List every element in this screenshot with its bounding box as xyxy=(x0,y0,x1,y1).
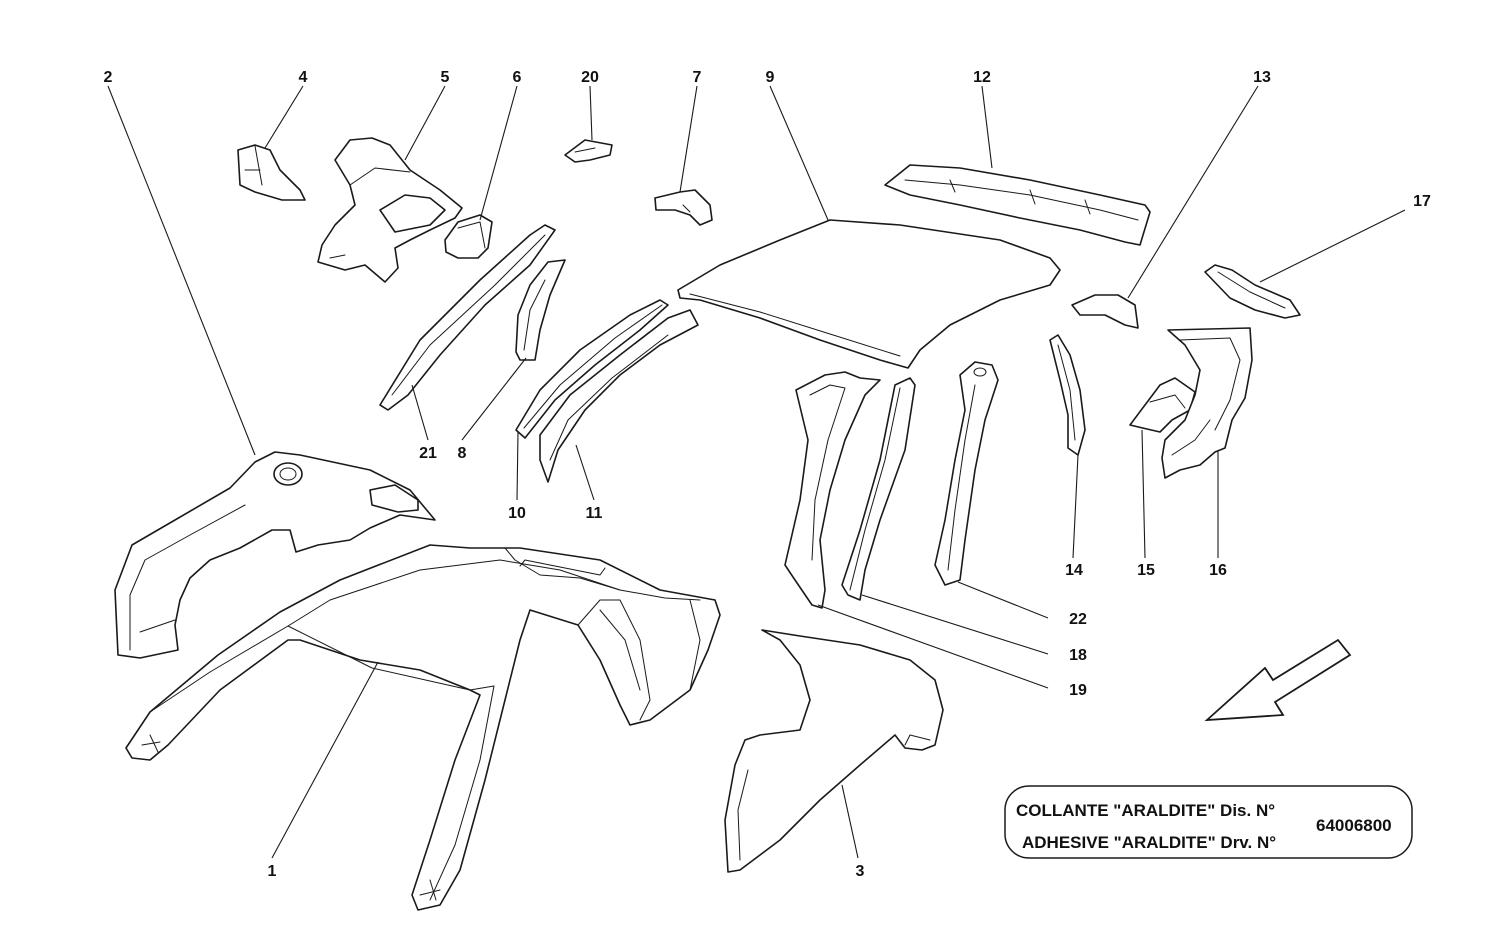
part-4-small-bracket[interactable] xyxy=(237,144,306,201)
leader-2 xyxy=(107,85,256,456)
note-line-english: ADHESIVE "ARALDITE" Drv. N° xyxy=(1022,833,1276,852)
leader-21 xyxy=(411,384,429,441)
part-2-quarter-panel[interactable] xyxy=(114,451,436,659)
callout-9: 9 xyxy=(766,69,775,86)
callout-7: 7 xyxy=(693,69,702,86)
part-16-arch-bracket[interactable] xyxy=(1161,327,1253,479)
callout-11: 11 xyxy=(586,505,603,522)
note-frame xyxy=(1004,785,1413,859)
note-drawing-number: 64006800 xyxy=(1316,816,1392,835)
leader-7 xyxy=(679,85,698,193)
part-21-strip[interactable] xyxy=(379,224,556,411)
callout-5: 5 xyxy=(441,69,450,86)
callout-12: 12 xyxy=(973,69,991,86)
part-8-strip[interactable] xyxy=(515,259,566,361)
callout-14: 14 xyxy=(1065,562,1083,579)
callout-8: 8 xyxy=(458,445,467,462)
part-17-bracket[interactable] xyxy=(1204,264,1301,319)
leader-17 xyxy=(1259,209,1406,283)
callout-19: 19 xyxy=(1069,682,1087,699)
leader-9 xyxy=(769,85,829,221)
part-10-rail[interactable] xyxy=(515,299,669,439)
callout-10: 10 xyxy=(508,505,526,522)
part-6-cap[interactable] xyxy=(444,214,493,259)
leader-13 xyxy=(1127,85,1259,299)
part-14-strip[interactable] xyxy=(1049,334,1086,456)
callout-4: 4 xyxy=(299,69,308,86)
part-22-pillar-trim[interactable] xyxy=(934,361,999,586)
part-5-inner-panel[interactable] xyxy=(317,137,463,283)
callout-15: 15 xyxy=(1137,562,1155,579)
callout-6: 6 xyxy=(513,69,522,86)
leader-18 xyxy=(861,594,1049,655)
callout-22: 22 xyxy=(1069,611,1087,628)
front-direction-arrow-icon xyxy=(1204,638,1352,722)
callout-20: 20 xyxy=(581,69,599,86)
part-3-fender-panel[interactable] xyxy=(724,629,944,873)
leader-lines xyxy=(107,85,1406,859)
leader-8 xyxy=(461,357,527,441)
callout-21: 21 xyxy=(419,445,437,462)
adhesive-note-box: COLLANTE "ARALDITE" Dis. N° ADHESIVE "AR… xyxy=(1004,785,1413,859)
part-12-rear-rail[interactable] xyxy=(884,164,1151,246)
leader-15 xyxy=(1141,429,1146,559)
leader-22 xyxy=(957,581,1049,619)
leader-6 xyxy=(479,85,518,221)
leader-19 xyxy=(817,604,1049,689)
part-7-bracket[interactable] xyxy=(654,189,713,226)
leader-14 xyxy=(1072,454,1079,559)
leader-10 xyxy=(516,431,519,501)
leader-3 xyxy=(841,784,859,859)
callout-3: 3 xyxy=(856,863,865,880)
note-line-italian: COLLANTE "ARALDITE" Dis. N° xyxy=(1016,801,1275,820)
leader-11 xyxy=(575,444,595,501)
leader-1 xyxy=(271,661,379,859)
callout-18: 18 xyxy=(1069,647,1087,664)
part-1-roof-frame[interactable] xyxy=(125,544,721,911)
callout-2: 2 xyxy=(104,69,113,86)
callout-13: 13 xyxy=(1253,69,1271,86)
part-9-roof-panel[interactable] xyxy=(677,219,1061,369)
leader-12 xyxy=(981,85,993,169)
callout-16: 16 xyxy=(1209,562,1227,579)
part-13-bracket[interactable] xyxy=(1071,294,1139,329)
part-19-pillar[interactable] xyxy=(784,371,881,609)
part-20-clip[interactable] xyxy=(564,139,613,163)
leader-5 xyxy=(404,85,446,161)
callout-1: 1 xyxy=(268,863,277,880)
callout-labels: 1 2 3 4 5 6 20 7 9 12 13 17 21 8 10 11 1… xyxy=(104,69,1431,880)
callout-17: 17 xyxy=(1413,193,1431,210)
leader-20 xyxy=(589,85,593,141)
part-18-pillar-trim[interactable] xyxy=(841,377,916,601)
leader-4 xyxy=(264,85,304,149)
part-11-rail[interactable] xyxy=(539,309,699,483)
